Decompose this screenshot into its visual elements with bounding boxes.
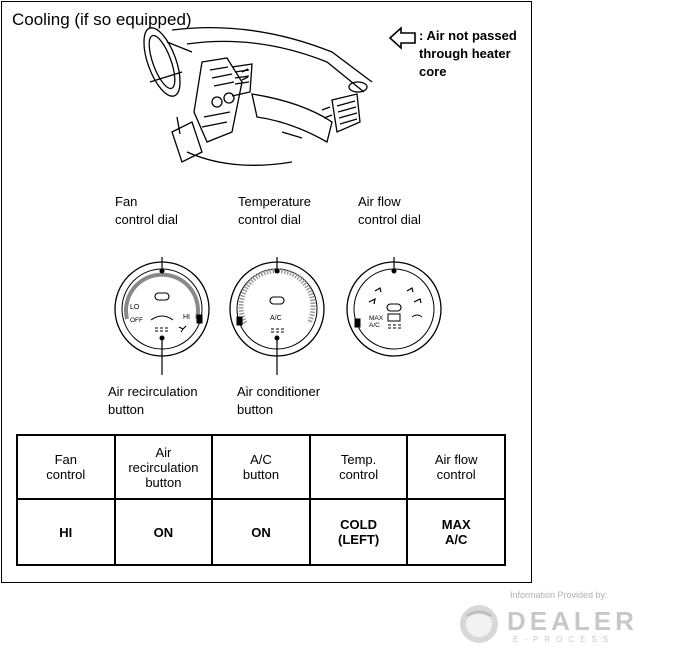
header-fan-control: Fan control xyxy=(16,434,116,500)
air-flow-dial-callout: Air flow control dial xyxy=(358,194,421,227)
legend-text: : Air not passed through heater core xyxy=(419,28,517,79)
header-temp-control: Temp. control xyxy=(308,434,409,500)
temp-dial-callout: Temperature control dial xyxy=(238,194,311,227)
header-air-flow-control: Air flow control xyxy=(406,434,506,500)
value-air-flow-control: MAX A/C xyxy=(406,498,506,566)
figure-title: Cooling (if so equipped) xyxy=(12,10,192,29)
fan-lo-label: LO xyxy=(130,304,140,311)
fan-control-dial xyxy=(114,261,210,357)
ac-label: A/C xyxy=(270,315,282,322)
svg-text:E-PROCESS: E-PROCESS xyxy=(513,635,614,644)
value-air-recirculation: ON xyxy=(113,498,214,566)
hollow-arrow-left-icon xyxy=(388,26,416,50)
table-values-row: HI ON ON COLD (LEFT) MAX A/C xyxy=(16,498,506,566)
header-ac-button: A/C button xyxy=(211,434,311,500)
fan-off-label: OFF xyxy=(130,317,143,324)
temperature-control-dial xyxy=(229,261,325,357)
air-recirc-callout: Air recirculation button xyxy=(108,384,198,417)
dealer-eprocess-logo: DEALER E-PROCESS xyxy=(460,605,638,644)
value-ac-button: ON xyxy=(211,498,311,566)
air-flow-control-dial xyxy=(346,261,442,357)
value-temp-control: COLD (LEFT) xyxy=(308,498,409,566)
svg-text:DEALER: DEALER xyxy=(507,606,638,636)
table-header-row: Fan control Air recirculation button A/C… xyxy=(16,434,506,500)
figure-frame: Cooling (if so equipped) : Air not passe… xyxy=(1,1,532,583)
cooling-settings-table: Fan control Air recirculation button A/C… xyxy=(16,434,506,566)
value-fan-control: HI xyxy=(16,498,116,566)
dealer-watermark: Information Provided by: DEALER E-PROCES… xyxy=(455,588,685,646)
control-dials-panel: LO HI OFF A/C MAX A/C xyxy=(114,257,442,375)
header-air-recirculation: Air recirculation button xyxy=(113,434,214,500)
fan-dial-callout: Fan control dial xyxy=(115,194,178,227)
fan-hi-label: HI xyxy=(183,314,190,321)
max-ac-label-line1: MAX xyxy=(369,315,384,322)
dashboard-illustration xyxy=(143,26,373,166)
air-cond-callout: Air conditioner button xyxy=(237,384,321,417)
max-ac-label-line2: A/C xyxy=(369,322,380,329)
watermark-caption: Information Provided by: xyxy=(510,590,608,600)
